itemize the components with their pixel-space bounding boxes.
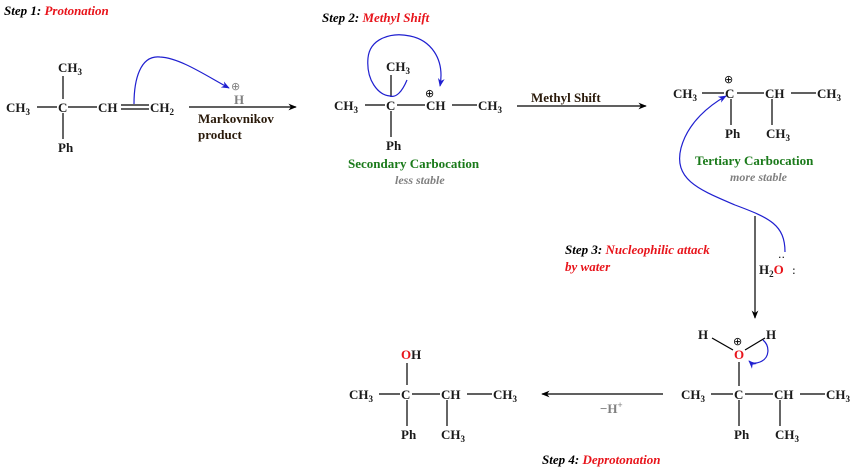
- carbocation-label: Tertiary Carbocation: [695, 153, 814, 168]
- bond: [711, 337, 734, 351]
- atom-ch-vinyl: CH: [98, 100, 118, 115]
- atom-c-cation: C: [725, 86, 734, 101]
- atom-ch3-right: CH3: [493, 387, 518, 404]
- stability-note: more stable: [730, 170, 788, 184]
- atom-o-oxonium: O: [734, 347, 744, 362]
- reagent-water: H2O: [759, 262, 784, 279]
- atom-ch3-left: CH3: [681, 387, 706, 404]
- atom-ch3-right: CH3: [817, 86, 842, 103]
- atom-h-left: H: [698, 327, 708, 342]
- atom-c-quaternary: C: [58, 100, 67, 115]
- atom-ph: Ph: [386, 138, 402, 153]
- curved-arrow-nucleophilic-attack: [679, 95, 786, 253]
- atom-ch-cation: CH: [426, 98, 446, 113]
- atom-ch3-left: CH3: [6, 100, 31, 117]
- step-3-title: Step 3: Nucleophilic attack: [565, 242, 710, 257]
- atom-ph: Ph: [734, 427, 750, 442]
- atom-ch2-terminal: CH2: [150, 100, 175, 117]
- molecule-secondary-carbocation: CH3 CH3 C CH CH3 Ph ⊕ Secondary Carbocat…: [334, 34, 503, 187]
- atom-ph: Ph: [725, 126, 741, 141]
- lone-pair-top: ··: [778, 251, 785, 264]
- lone-pair-right: :: [792, 264, 796, 277]
- atom-c-quaternary: C: [734, 387, 743, 402]
- stability-note: less stable: [395, 173, 445, 187]
- atom-h-right: H: [766, 327, 776, 342]
- molecule-tertiary-carbocation: CH3 C CH CH3 ⊕ Ph CH3 Tertiary Carbocati…: [673, 73, 842, 184]
- atom-ch3-right: CH3: [478, 98, 503, 115]
- arrow-label: −H+: [600, 400, 623, 416]
- plus-charge: ⊕: [231, 80, 240, 93]
- atom-ch3-left: CH3: [349, 387, 374, 404]
- arrow-label-line1: Markovnikov: [198, 111, 274, 126]
- plus-charge: ⊕: [425, 87, 434, 100]
- atom-oh: OH: [401, 347, 421, 362]
- atom-ch3-branch: CH3: [775, 427, 800, 444]
- plus-charge: ⊕: [733, 335, 742, 348]
- atom-ch3-left: CH3: [673, 86, 698, 103]
- step-4-title: Step 4: Deprotonation: [542, 452, 660, 467]
- carbocation-label: Secondary Carbocation: [348, 156, 480, 171]
- reaction-arrow-step3: H2O ·· :: [679, 95, 796, 319]
- bond: [744, 337, 766, 351]
- atom-ch3-top: CH3: [58, 60, 83, 77]
- curved-arrow-deprotonation: [748, 339, 769, 369]
- atom-ch3-branch: CH3: [441, 427, 466, 444]
- atom-ch3-left: CH3: [334, 98, 359, 115]
- molecule-product-alcohol: OH CH3 C CH CH3 Ph CH3: [349, 347, 518, 444]
- step-2-title: Step 2: Methyl Shift: [322, 10, 430, 25]
- arrow-label: Methyl Shift: [531, 90, 601, 105]
- atom-ph: Ph: [58, 140, 74, 155]
- atom-ch: CH: [765, 86, 785, 101]
- curved-arrow-protonation: [133, 56, 230, 105]
- atom-ch: CH: [774, 387, 794, 402]
- atom-ph: Ph: [401, 427, 417, 442]
- step-3-title-line2: by water: [565, 259, 611, 274]
- atom-ch3-right: CH3: [826, 387, 851, 404]
- atom-ch3-branch: CH3: [766, 126, 791, 143]
- plus-charge: ⊕: [724, 73, 733, 86]
- step-1-title: Step 1: Protonation: [4, 3, 109, 18]
- atom-ch: CH: [441, 387, 461, 402]
- molecule-alkene: CH3 CH3 C CH CH2 Ph: [6, 60, 175, 155]
- curved-arrow-methyl-shift: [367, 34, 445, 97]
- atom-ch3-top: CH3: [386, 59, 411, 76]
- reaction-arrow-step4: −H+: [541, 390, 663, 416]
- reagent-proton: H: [234, 92, 244, 107]
- molecule-oxonium: H H ⊕ O CH3 C CH CH3 Ph CH3: [681, 327, 851, 444]
- reaction-arrow-step2: Methyl Shift: [517, 90, 647, 110]
- atom-c-quaternary: C: [386, 98, 395, 113]
- arrow-label-line2: product: [198, 127, 242, 142]
- atom-c-quaternary: C: [401, 387, 410, 402]
- reaction-arrow-step1: ⊕ H Markovnikov product: [133, 56, 297, 142]
